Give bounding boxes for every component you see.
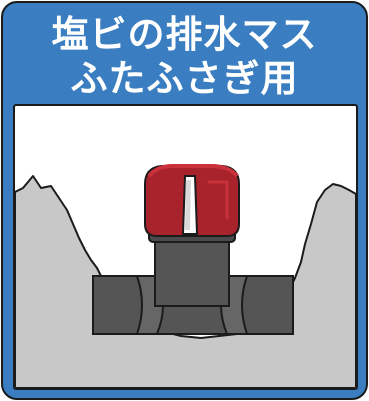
title-line-2: ふたふさぎ用 (70, 57, 299, 100)
pipe-riser (154, 233, 230, 307)
pipe-cap-plug-icon (15, 164, 356, 388)
title-line-1: 塩ビの排水マス (51, 13, 318, 56)
cap-plug-slot-shadow (185, 180, 191, 230)
product-title: 塩ビの排水マス ふたふさぎ用 (3, 13, 366, 101)
illustration-panel (13, 104, 358, 390)
cap-plug-highlight (207, 180, 229, 220)
cap-plug-rim (147, 164, 239, 178)
